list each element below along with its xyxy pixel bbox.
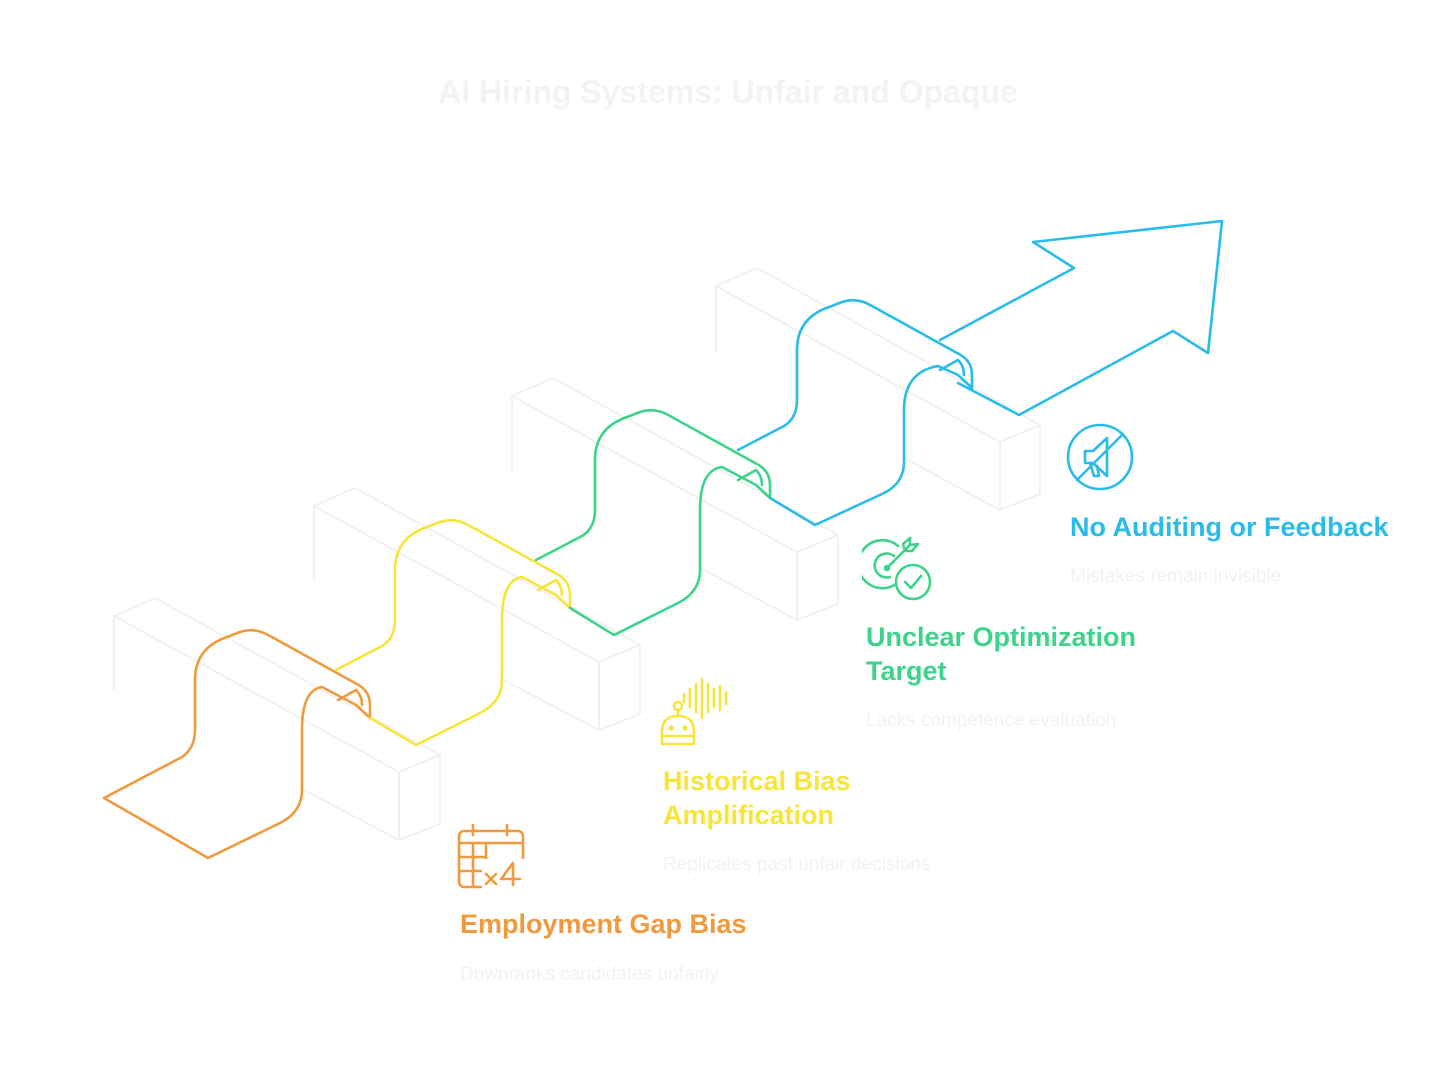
- step-2-label: Historical Bias Amplification: [663, 766, 851, 830]
- step-1-description: Downranks candidates unfairly: [460, 964, 719, 985]
- muted-megaphone-icon: [1066, 423, 1134, 491]
- block-1: [113, 597, 441, 841]
- block-3: [511, 377, 839, 621]
- step-3-inner-fold: [736, 468, 764, 487]
- block-2: [313, 487, 641, 731]
- step-3-description: Lacks competence evaluation: [866, 710, 1117, 731]
- page-title: AI Hiring Systems: Unfair and Opaque: [438, 74, 1018, 110]
- step-2-description: Replicates past unfair decisions: [663, 854, 931, 875]
- step-2-ribbon: [334, 518, 572, 747]
- robot-soundwave-icon: [660, 677, 728, 746]
- background-blocks: [113, 267, 1041, 841]
- step-1-inner-fold: [336, 688, 364, 707]
- step-3-ribbon: [534, 408, 772, 637]
- step-1-ribbon: [102, 628, 372, 860]
- block-4: [715, 267, 1041, 511]
- step-1-label: Employment Gap Bias: [460, 909, 747, 939]
- step-3-label: Unclear Optimization Target: [866, 622, 1137, 686]
- target-check-icon: [862, 536, 932, 601]
- step-4-description: Mistakes remain invisible: [1070, 566, 1282, 587]
- step-4-inner-fold: [938, 358, 966, 377]
- step-4-ribbon-arrow: [736, 219, 1224, 527]
- step-2-inner-fold: [536, 578, 564, 597]
- step-4-label: No Auditing or Feedback: [1070, 512, 1389, 542]
- calendar-x4-icon: [457, 823, 526, 889]
